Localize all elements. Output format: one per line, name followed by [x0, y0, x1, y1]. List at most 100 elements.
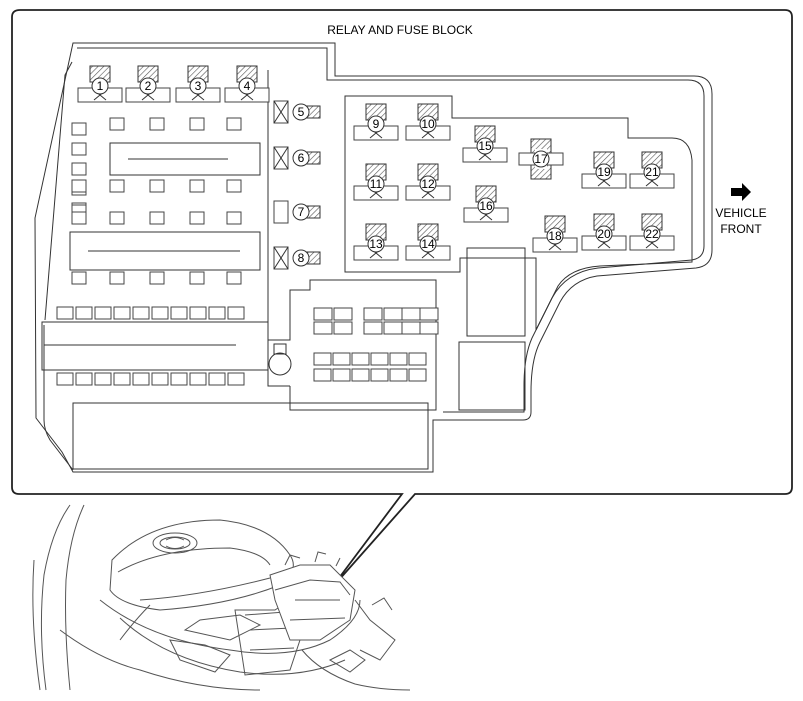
fuse-cell	[113, 306, 131, 320]
relay-8: 8	[273, 246, 321, 270]
relay-18: 18	[532, 215, 578, 253]
fuse-cell	[333, 307, 353, 321]
relay-number-label: 10	[421, 117, 435, 131]
relay-number-label: 16	[479, 199, 493, 213]
relay-number-badge	[595, 225, 613, 243]
relay-number-badge	[476, 137, 494, 155]
relay-17: 17	[518, 138, 564, 180]
fuse-cell	[189, 211, 205, 225]
fuse-cell	[351, 352, 370, 366]
relay-number-badge	[367, 115, 385, 133]
fuse-cell	[370, 368, 389, 382]
relay-14: 14	[405, 223, 451, 261]
fuse-cell	[94, 306, 112, 320]
relay-number-label: 14	[421, 237, 435, 251]
relay-6: 6	[273, 146, 321, 170]
relay-number-label: 6	[298, 151, 305, 165]
fuse-cluster-middle	[267, 70, 439, 411]
relay-2: 2	[125, 65, 171, 103]
relay-number-label: 22	[645, 227, 659, 241]
relay-number-badge	[292, 103, 310, 121]
fuse-block-outline	[34, 42, 713, 473]
fuse-cell	[56, 306, 74, 320]
fuse-cell	[149, 211, 165, 225]
fuse-cell	[363, 321, 383, 335]
relay-19: 19	[581, 151, 627, 189]
relay-number-badge	[419, 175, 437, 193]
relay-number-badge	[643, 163, 661, 181]
relay-number-label: 4	[244, 79, 251, 93]
fuse-cell	[109, 211, 125, 225]
relay-number-badge	[91, 77, 109, 95]
fuse-cell	[226, 211, 242, 225]
fuse-cell	[208, 306, 226, 320]
relay-number-badge	[367, 175, 385, 193]
fuse-cell	[189, 117, 205, 131]
fuse-cell	[151, 306, 169, 320]
fuse-cell	[189, 372, 207, 386]
fuse-cell	[109, 179, 125, 193]
engine-bay-illustration	[32, 504, 411, 691]
fuse-cell	[75, 372, 93, 386]
relay-number-label: 5	[298, 105, 305, 119]
relay-number-badge	[643, 225, 661, 243]
fuse-cell	[401, 321, 421, 335]
fuse-cell	[208, 372, 226, 386]
fuse-cell	[75, 306, 93, 320]
fuse-cell	[113, 372, 131, 386]
fuse-cell	[419, 307, 439, 321]
fuse-cell	[351, 368, 370, 382]
fuse-cell	[227, 372, 245, 386]
fuse-cell	[170, 372, 188, 386]
relay-number-badge	[532, 150, 550, 168]
fuse-cell	[332, 352, 351, 366]
fuse-cell	[370, 352, 389, 366]
fuse-cell	[132, 306, 150, 320]
fuse-cell	[313, 321, 333, 335]
relay-number-label: 9	[373, 117, 380, 131]
fuse-cell	[149, 117, 165, 131]
fuse-cell	[313, 368, 332, 382]
fuse-cell	[313, 307, 333, 321]
diagram-title: RELAY AND FUSE BLOCK	[327, 23, 473, 37]
fuse-cell	[71, 271, 87, 285]
relay-number-badge	[238, 77, 256, 95]
vehicle-front-indicator: VEHICLE FRONT	[715, 183, 767, 236]
fuse-cell	[226, 271, 242, 285]
fuse-cell	[109, 271, 125, 285]
fuse-cell	[227, 306, 245, 320]
relay-number-badge	[546, 227, 564, 245]
relay-number-badge	[292, 249, 310, 267]
fuse-cell	[189, 271, 205, 285]
relay-13: 13	[353, 223, 399, 261]
fuse-cell	[132, 372, 150, 386]
relay-3: 3	[175, 65, 221, 103]
relay-number-badge	[189, 77, 207, 95]
relay-21: 21	[629, 151, 675, 189]
relay-number-label: 18	[548, 229, 562, 243]
fuse-cell	[389, 368, 408, 382]
relay-number-badge	[595, 163, 613, 181]
relay-number-badge	[139, 77, 157, 95]
relay-number-badge	[292, 149, 310, 167]
fuse-cell	[149, 179, 165, 193]
fuse-cell	[389, 352, 408, 366]
relay-number-label: 19	[597, 165, 611, 179]
direction-line-1: VEHICLE	[715, 206, 766, 220]
fuse-cell	[419, 321, 439, 335]
relay-number-label: 13	[369, 237, 383, 251]
fuse-cell	[56, 372, 74, 386]
relay-20: 20	[581, 213, 627, 251]
relay-number-label: 1	[97, 79, 104, 93]
relay-number-label: 7	[298, 205, 305, 219]
fuse-cell	[401, 307, 421, 321]
relay-5: 5	[273, 100, 321, 124]
fuse-cell	[333, 321, 353, 335]
relay-number-badge	[419, 235, 437, 253]
relay-9: 9	[353, 103, 399, 141]
right-arrow-icon	[731, 183, 751, 201]
fuse-cell	[71, 211, 87, 225]
relay-number-label: 8	[298, 251, 305, 265]
relay-number-label: 3	[195, 79, 202, 93]
relay-number-label: 2	[145, 79, 152, 93]
